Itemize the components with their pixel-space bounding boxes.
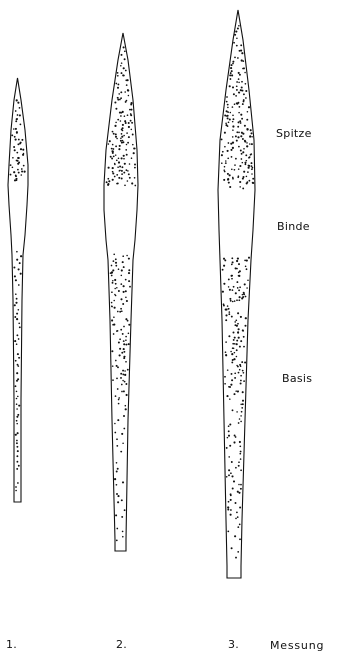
measurement-3-label: 3. bbox=[228, 638, 239, 651]
feather-2-basis-stipple bbox=[110, 253, 131, 541]
feather-2-binde-band bbox=[105, 185, 137, 255]
feather-1-spitze-stipple bbox=[10, 99, 26, 181]
feather-3-spitze-stipple bbox=[221, 25, 255, 189]
feather-1-outline bbox=[8, 78, 28, 502]
feather-1-binde-band bbox=[10, 182, 26, 252]
feather-2-outline bbox=[104, 33, 138, 551]
label-spitze: Spitze bbox=[276, 127, 312, 140]
messung-label: Messung bbox=[270, 639, 324, 652]
feather-3-binde-band bbox=[219, 190, 254, 258]
label-binde: Binde bbox=[277, 220, 310, 233]
measurement-2-label: 2. bbox=[116, 638, 127, 651]
measurement-1-label: 1. bbox=[6, 638, 17, 651]
label-basis: Basis bbox=[282, 372, 312, 385]
